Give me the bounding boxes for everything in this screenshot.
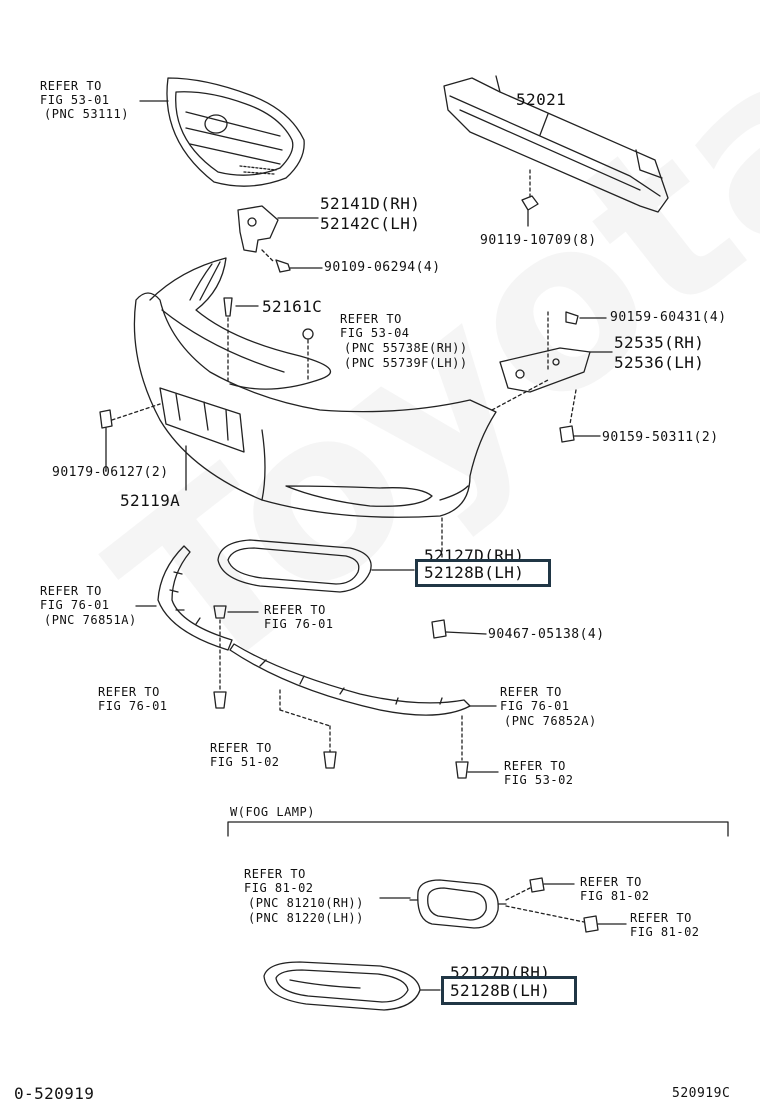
footer-left-code: 0-520919 <box>14 1084 95 1103</box>
spoiler-right-ref-line2: FIG 76-01 <box>500 699 570 713</box>
upper-fog-cover-drawing <box>217 539 487 639</box>
footer-right-code: 520919C <box>672 1086 731 1101</box>
grille-ref-line1: REFER TO <box>40 79 102 93</box>
bolt-ref53-line1: REFER TO <box>504 759 566 773</box>
fig5304-ref-line1: REFER TO <box>340 312 402 326</box>
fog-nut-ref-line2: FIG 81-02 <box>630 925 700 939</box>
clip-52161c-label: 52161C <box>262 297 323 316</box>
side-rh-label: 52535(RH) <box>614 333 705 352</box>
fog-lamp-ref-line2: FIG 81-02 <box>244 881 314 895</box>
grille-ref-line2: FIG 53-01 <box>40 93 110 107</box>
bolt-06294-label: 90109-06294(4) <box>324 260 441 275</box>
clip-05138-label: 90467-05138(4) <box>488 627 605 642</box>
part-52021-label: 52021 <box>516 90 567 109</box>
clip-ref76-line1: REFER TO <box>264 603 326 617</box>
bolt-10709-label: 90119-10709(8) <box>480 233 597 248</box>
bumper-cover-drawing <box>99 257 497 561</box>
upper-cover-lh-label: 52128B(LH) <box>424 563 525 582</box>
side-lh-label: 52536(LH) <box>614 353 705 372</box>
lower-cover-lh-label: 52128B(LH) <box>450 981 551 1000</box>
bolt-ref51-line1: REFER TO <box>210 741 272 755</box>
bracket-rh-label: 52141D(RH) <box>320 194 421 213</box>
fig5304-ref-line3: (PNC 55738E(RH)) <box>344 341 468 355</box>
spoiler-left-ref-line2: FIG 76-01 <box>40 598 110 612</box>
spoiler-left-ref-line3: (PNC 76851A) <box>44 613 137 627</box>
side-bracket-drawing <box>491 311 613 443</box>
bolt-60431-label: 90159-60431(4) <box>610 310 727 325</box>
spoiler-right-drawing <box>229 643 499 779</box>
fog-screw-ref-line1: REFER TO <box>580 875 642 889</box>
lower-fog-cover-drawing <box>263 961 441 1011</box>
bolt-50311-label: 90159-50311(2) <box>602 430 719 445</box>
fog-screw-ref-line2: FIG 81-02 <box>580 889 650 903</box>
fog-lamp-ref-line1: REFER TO <box>244 867 306 881</box>
upper-cover-highlight <box>415 559 551 587</box>
grille-drawing <box>139 77 305 187</box>
spoiler-left-drawing <box>135 545 259 709</box>
fog-lamp-drawing <box>379 877 627 933</box>
clip-ref76-line2: FIG 76-01 <box>264 617 334 631</box>
spoiler-right-ref-line3: (PNC 76852A) <box>504 714 597 728</box>
lower-cover-highlight <box>441 976 577 1005</box>
bolt-ref76-line1: REFER TO <box>98 685 160 699</box>
fog-section-title: W(FOG LAMP) <box>230 805 315 819</box>
grille-ref-line3: (PNC 53111) <box>44 107 129 121</box>
fog-section-bracket <box>227 821 729 837</box>
bolt-ref51-line2: FIG 51-02 <box>210 755 280 769</box>
fog-lamp-ref-line3: (PNC 81210(RH)) <box>248 896 364 910</box>
spoiler-right-ref-line1: REFER TO <box>500 685 562 699</box>
fig5304-ref-line2: FIG 53-04 <box>340 326 410 340</box>
nut-06127-label: 90179-06127(2) <box>52 465 169 480</box>
bumper-cover-label: 52119A <box>120 491 181 510</box>
fog-lamp-ref-line4: (PNC 81220(LH)) <box>248 911 364 925</box>
fog-nut-ref-line1: REFER TO <box>630 911 692 925</box>
bracket-lh-label: 52142C(LH) <box>320 214 421 233</box>
fig5304-ref-line4: (PNC 55739F(LH)) <box>344 356 468 370</box>
bolt-ref76-line2: FIG 76-01 <box>98 699 168 713</box>
reinforcement-drawing <box>443 75 669 227</box>
bracket-drawing <box>237 205 323 273</box>
bolt-ref53-line2: FIG 53-02 <box>504 773 574 787</box>
spoiler-left-ref-line1: REFER TO <box>40 584 102 598</box>
